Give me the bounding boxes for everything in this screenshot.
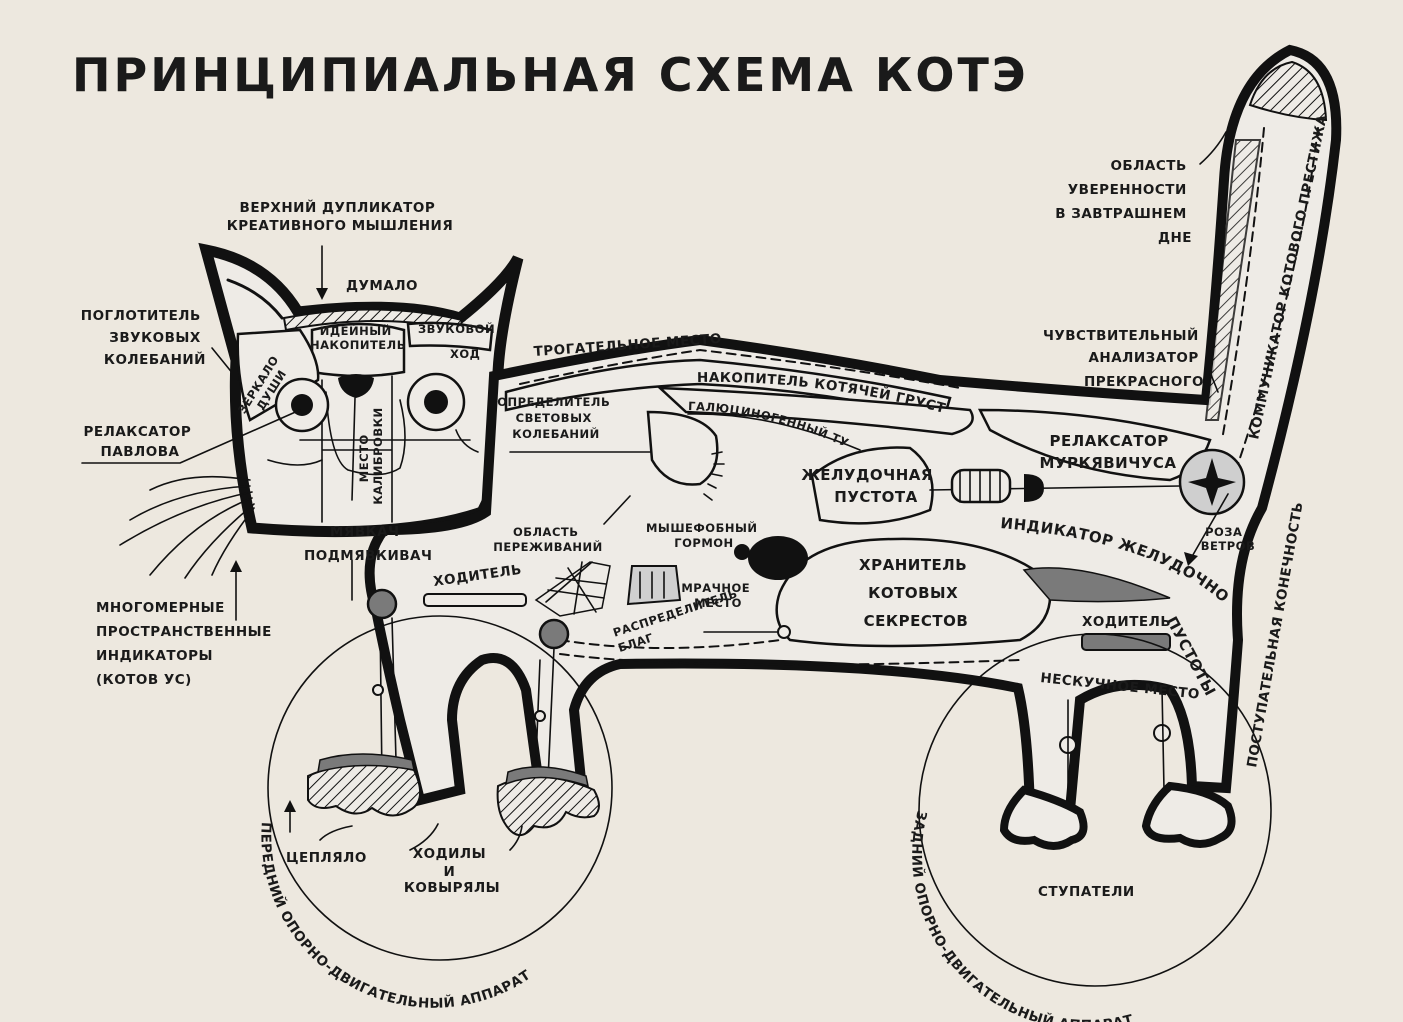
label-meow: МЯВКАЧ xyxy=(330,524,400,540)
label-under-meow: ПОДМЯВКИВАЧ xyxy=(304,548,432,564)
front-support-circle xyxy=(267,615,613,961)
head-internals xyxy=(119,308,494,579)
rear-support-circle xyxy=(918,633,1272,987)
label-murkyavichus-relaxer: РЕЛАКСАТОР МУРКЯВИЧУСА xyxy=(1039,432,1176,472)
label-upper-duplicator: ВЕРХНИЙ ДУПЛИКАТОР КРЕАТИВНОГО МЫШЛЕНИЯ xyxy=(227,199,453,234)
legs xyxy=(267,588,1272,987)
label-steppers: СТУПАТЕЛИ xyxy=(1038,884,1135,900)
label-walkers-diggers: ХОДИЛЫ И КОВЫРЯЛЫ xyxy=(404,846,500,896)
rear-left-paw xyxy=(999,785,1088,850)
label-gloomy-spot: МРАЧНОЕ МЕСТО xyxy=(681,581,754,610)
page-title: ПРИНЦИПИАЛЬНАЯ СХЕМА КОТЭ xyxy=(72,48,1029,102)
label-confidence-area: ОБЛАСТЬ УВЕРЕННОСТИ В ЗАВТРАШНЕМ ДНЕ xyxy=(1055,158,1192,246)
torso-internals xyxy=(423,349,1246,666)
label-dumalo: ДУМАЛО xyxy=(346,278,418,294)
label-walker-rear: ХОДИТЕЛЬ xyxy=(1082,614,1171,630)
nose xyxy=(338,374,374,398)
pointer-lines xyxy=(81,131,1229,851)
label-worry-area: ОБЛАСТЬ ПЕРЕЖИВАНИЙ xyxy=(493,525,603,554)
whiskers xyxy=(119,475,255,579)
rear-right-paw xyxy=(1141,781,1236,848)
label-multidim-indicators: МНОГОМЕРНЫЕ ПРОСТРАНСТВЕННЫЕ ИНДИКАТОРЫ … xyxy=(96,600,277,688)
label-beauty-analyzer: ЧУВСТВИТЕЛЬНЫЙ АНАЛИЗАТОР ПРЕКРАСНОГО xyxy=(1043,327,1204,390)
label-pavlov-relaxer: РЕЛАКСАТОР ПАВЛОВА xyxy=(84,424,197,460)
label-wind-rose: РОЗА ВЕТРОВ xyxy=(1201,525,1255,553)
label-sound-passage: ЗВУКОВОЙ ХОД xyxy=(418,321,500,361)
label-sound-absorber: ПОГЛОТИТЕЛЬ ЗВУКОВЫХ КОЛЕБАНИЙ xyxy=(81,308,206,368)
hormone-blob xyxy=(748,536,808,580)
label-calibration-spot: МЕСТО КАЛИБРОВКИ xyxy=(357,407,385,504)
label-stomach-void: ЖЕЛУДОЧНАЯ ПУСТОТА xyxy=(801,466,938,506)
label-clinger: ЦЕПЛЯЛО xyxy=(286,850,367,866)
front-left-paw xyxy=(307,763,421,817)
label-idea-storage: ИДЕЙНЫЙ НАКОПИТЕЛЬ xyxy=(310,323,406,352)
front-right-paw xyxy=(496,775,600,836)
label-mousephobic-hormone: МЫШЕФОБНЫЙ ГОРМОН xyxy=(646,520,762,550)
label-secrets-keeper: ХРАНИТЕЛЬ КОТОВЫХ СЕКРЕСТОВ xyxy=(859,556,973,630)
label-light-detector: ОПРЕДЕЛИТЕЛЬ СВЕТОВЫХ КОЛЕБАНИЙ xyxy=(497,395,615,441)
